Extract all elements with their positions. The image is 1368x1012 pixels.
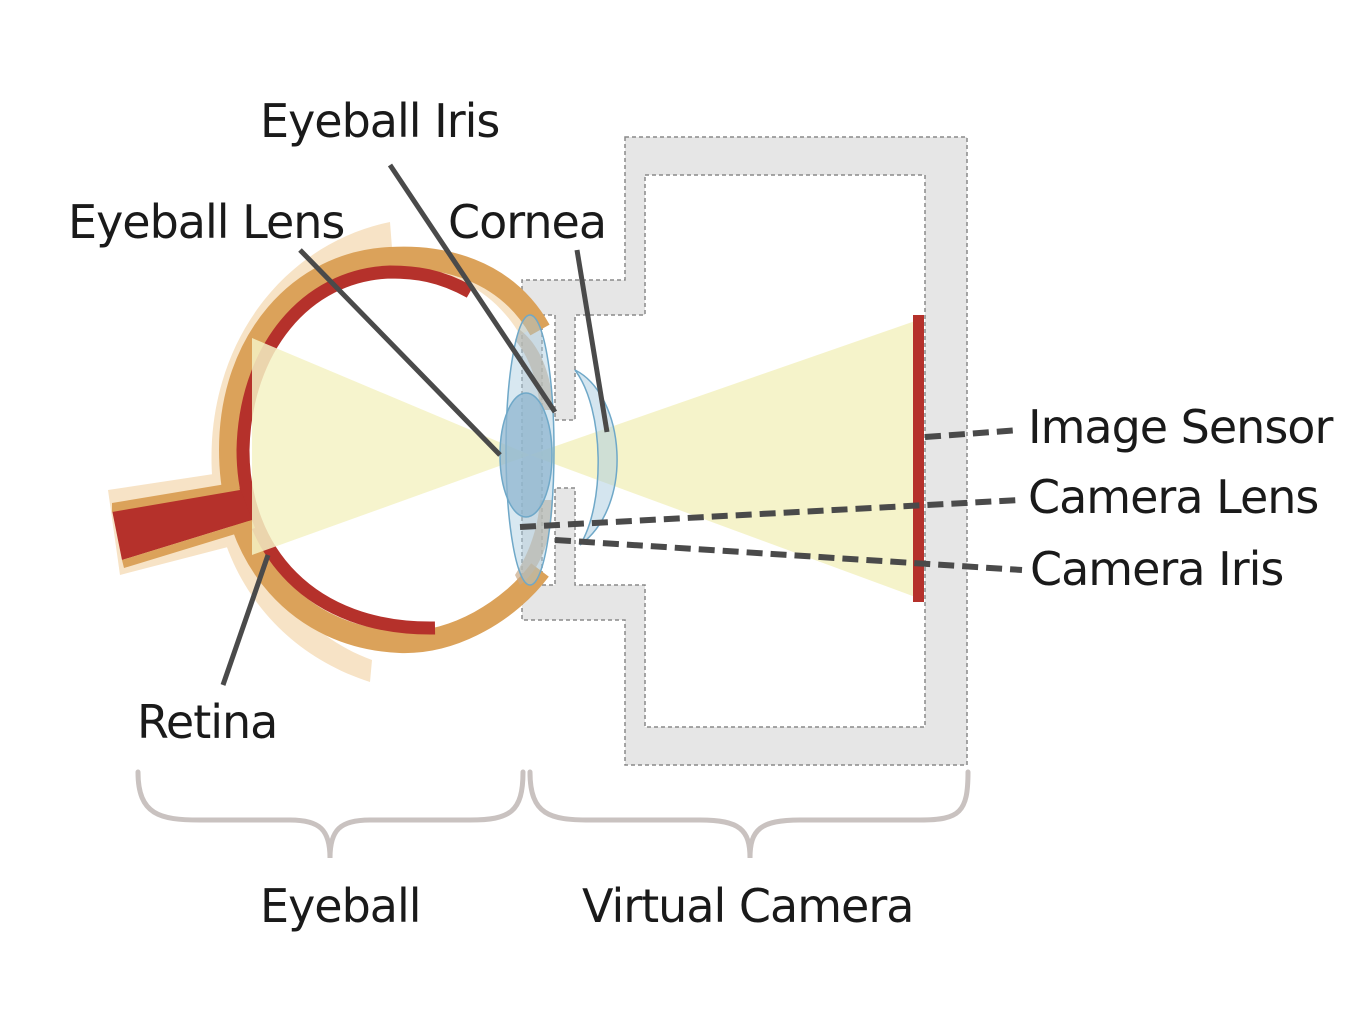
camera-lens-leader <box>519 497 1021 530</box>
image-sensor-label: Image Sensor <box>1028 400 1333 454</box>
eyeball-iris-label: Eyeball Iris <box>260 94 499 148</box>
optic-nerve <box>112 488 252 560</box>
eyeball-lens <box>499 392 553 518</box>
camera-lens-label: Camera Lens <box>1028 470 1318 524</box>
virtual-camera-brace <box>527 769 971 859</box>
eyeball-lens-label: Eyeball Lens <box>68 195 344 249</box>
retina-leader <box>220 554 271 686</box>
labels: Eyeball Iris Eyeball Lens Cornea Retina … <box>68 94 1334 933</box>
retina-label: Retina <box>137 695 277 749</box>
virtual-camera-group-label: Virtual Camera <box>582 879 913 933</box>
camera-iris-label: Camera Iris <box>1030 542 1283 596</box>
eyeball-group-label: Eyeball <box>260 879 421 933</box>
braces <box>135 769 971 859</box>
image-sensor-leader <box>924 427 1021 440</box>
leader-lines <box>220 163 610 686</box>
image-sensor <box>913 315 924 602</box>
cornea-leader <box>574 249 610 433</box>
camera-light-cone <box>530 320 918 598</box>
eyeball-iris-leader <box>387 163 558 414</box>
eyeball-lens-leader <box>298 248 502 457</box>
eyeball <box>108 222 553 682</box>
virtual-camera-body <box>521 136 968 766</box>
sclera <box>218 246 550 654</box>
eyeball-iris <box>515 330 553 410</box>
eyeball-brace <box>135 769 526 859</box>
dashed-leader-lines <box>519 427 1023 573</box>
cornea-label: Cornea <box>448 195 606 249</box>
eye-light-cone <box>252 338 530 555</box>
light-cones <box>252 320 918 598</box>
camera-iris-leader <box>554 537 1023 573</box>
